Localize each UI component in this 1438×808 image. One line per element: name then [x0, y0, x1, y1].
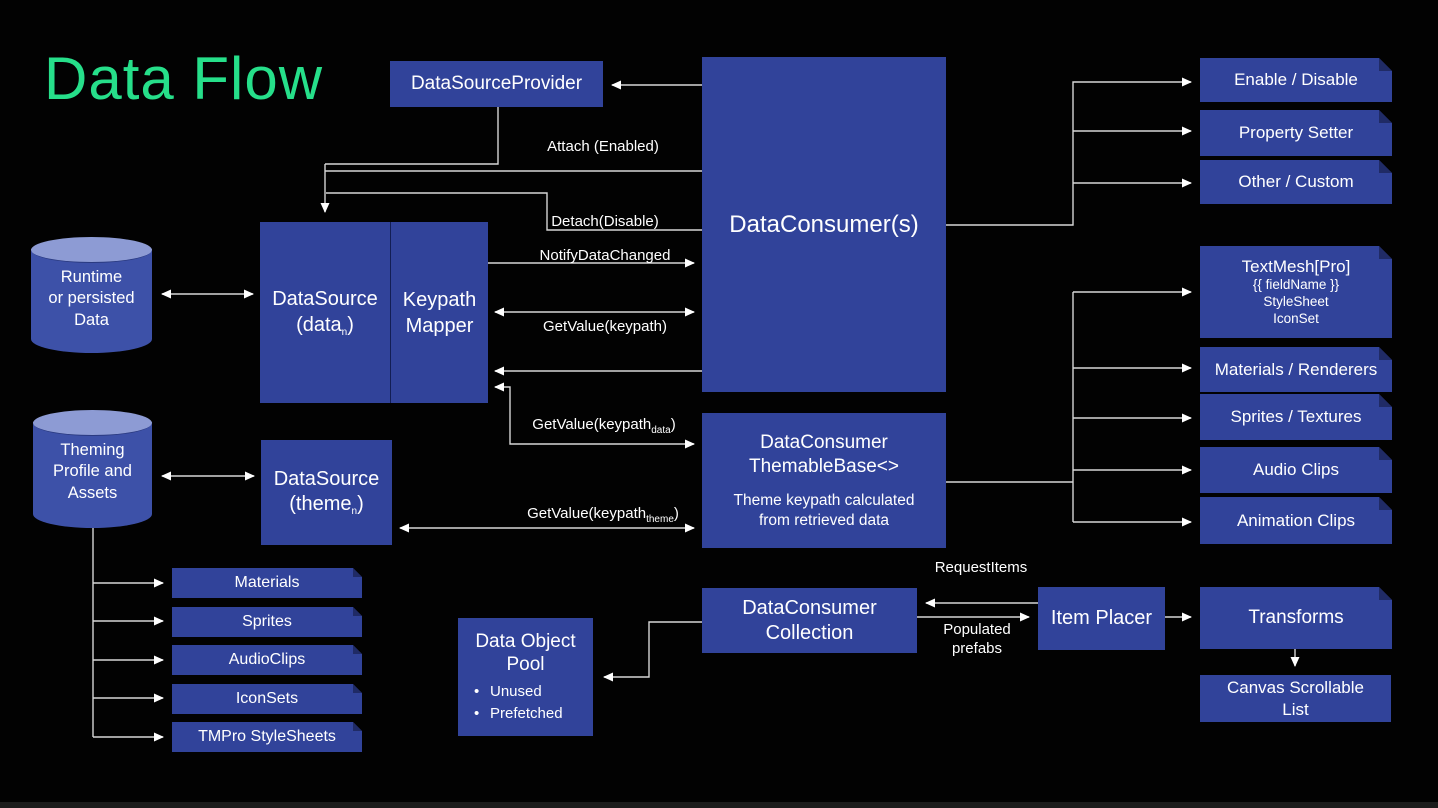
node-enable-disable: Enable / Disable — [1200, 58, 1392, 102]
node-audio-clips: Audio Clips — [1200, 447, 1392, 493]
node-transforms: Transforms — [1200, 587, 1392, 649]
node-materials: Materials — [172, 568, 362, 598]
cylinder-runtime-data: Runtime or persisted Data — [31, 237, 152, 353]
folded-corner — [1379, 246, 1392, 259]
edge-label-getvalue-data: GetValue(keypathdata) — [532, 416, 676, 436]
keypath-mapper-cell: Keypath Mapper — [390, 222, 488, 403]
folded-corner — [1379, 394, 1392, 407]
edge-label-notify: NotifyDataChanged — [539, 247, 671, 264]
folded-corner — [1379, 58, 1392, 71]
node-data-source-provider: DataSourceProvider — [390, 61, 603, 107]
node-tmpro-stylesheets: TMPro StyleSheets — [172, 722, 362, 752]
list-item: •Prefetched — [474, 704, 563, 722]
folded-corner — [1379, 497, 1392, 510]
edge-label-populated-prefabs: Populated prefabs — [943, 621, 1011, 657]
node-textmesh: TextMesh[Pro] {{ fieldName }} StyleSheet… — [1200, 246, 1392, 338]
node-themable-base: DataConsumer ThemableBase<> Theme keypat… — [702, 413, 946, 548]
node-canvas-scrollable-list: Canvas Scrollable List — [1200, 675, 1391, 722]
node-data-consumer-collection: DataConsumer Collection — [702, 588, 917, 653]
node-iconsets: IconSets — [172, 684, 362, 714]
folded-corner — [353, 568, 362, 577]
folded-corner — [353, 607, 362, 616]
edge-label-getvalue-theme: GetValue(keypaththeme) — [527, 505, 679, 525]
edge-label-attach: Attach (Enabled) — [547, 138, 659, 155]
node-sprites: Sprites — [172, 607, 362, 637]
bottom-edge — [0, 802, 1438, 808]
cylinder-body — [31, 249, 152, 353]
list-item: •Unused — [474, 683, 542, 700]
cylinder-theming-assets: Theming Profile and Assets — [33, 410, 152, 528]
folded-corner — [1379, 110, 1392, 123]
folded-corner — [1379, 587, 1392, 600]
folded-corner — [353, 645, 362, 654]
cylinder-body — [33, 422, 152, 528]
folded-corner — [1379, 160, 1392, 173]
node-property-setter: Property Setter — [1200, 110, 1392, 156]
node-sprites-textures: Sprites / Textures — [1200, 394, 1392, 440]
node-data-consumers: DataConsumer(s) — [702, 57, 946, 392]
pool-bullet-list: •Unused •Prefetched — [458, 677, 593, 725]
node-item-placer: Item Placer — [1038, 587, 1165, 650]
edge-label-request-items: RequestItems — [934, 559, 1028, 576]
edge-label-detach: Detach(Disable) — [551, 213, 659, 230]
data-source-data-cell: DataSource (datan) — [272, 288, 378, 338]
folded-corner — [1379, 447, 1392, 460]
node-materials-renderers: Materials / Renderers — [1200, 347, 1392, 392]
folded-corner — [1379, 347, 1392, 360]
node-animation-clips: Animation Clips — [1200, 497, 1392, 544]
folded-corner — [353, 684, 362, 693]
page-title: Data Flow — [44, 45, 324, 112]
node-audioclips: AudioClips — [172, 645, 362, 675]
node-data-source-data: DataSource (datan) Keypath Mapper — [260, 222, 488, 403]
cylinder-top — [33, 410, 152, 436]
folded-corner — [353, 722, 362, 731]
node-data-source-theme: DataSource (themen) — [261, 440, 392, 545]
edge-label-getvalue: GetValue(keypath) — [543, 318, 667, 335]
cylinder-top — [31, 237, 152, 263]
node-other-custom: Other / Custom — [1200, 160, 1392, 204]
node-data-object-pool: Data Object Pool •Unused •Prefetched — [458, 618, 593, 736]
